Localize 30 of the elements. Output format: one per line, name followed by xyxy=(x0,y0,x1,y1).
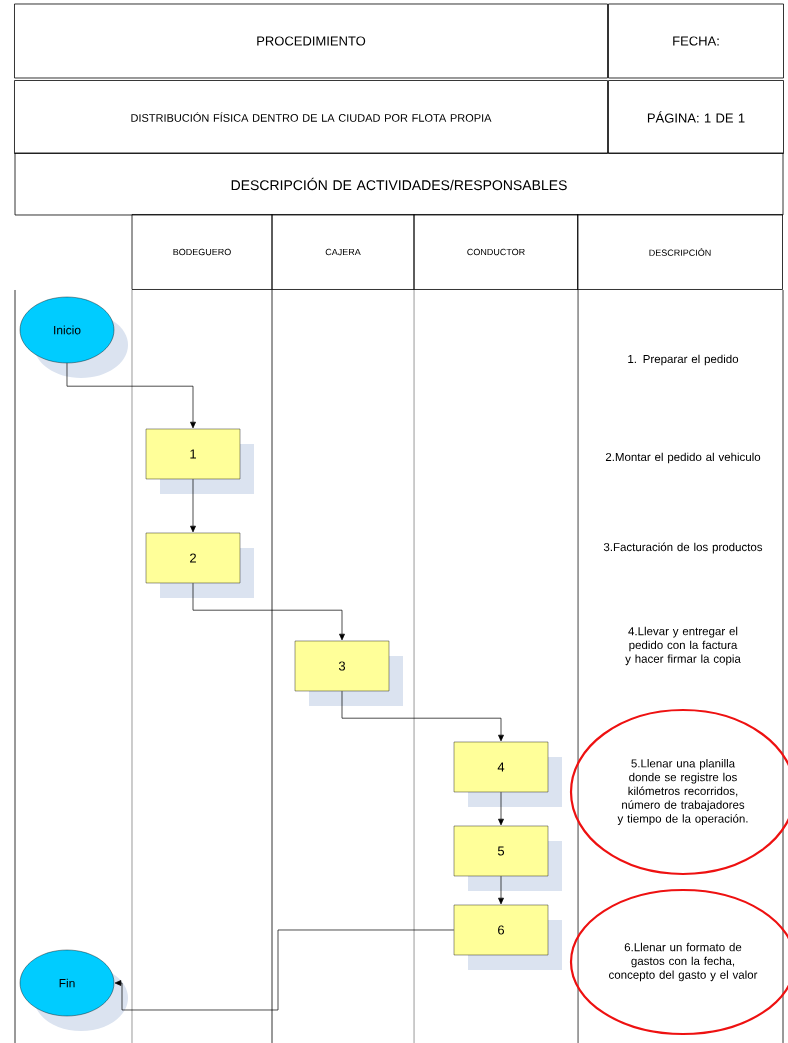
process-box: 2 xyxy=(145,532,254,598)
arrow xyxy=(498,875,504,905)
header-cell: CAJERA xyxy=(271,214,415,290)
process-box: 4 xyxy=(453,741,562,807)
header-cell: BODEGUERO xyxy=(131,214,273,290)
terminal-oval: Inicio xyxy=(19,296,128,378)
terminal-oval: Fin xyxy=(19,949,128,1031)
description-text: 2.Montar el pedido al vehiculo xyxy=(605,452,761,464)
process-box: 3 xyxy=(294,640,403,706)
arrow xyxy=(114,929,455,1011)
process-box: 1 xyxy=(145,428,254,494)
header-cell: FECHA: xyxy=(608,3,784,79)
header-cell: CONDUCTOR xyxy=(413,214,579,290)
header-cell: DESCRIPCIÓN xyxy=(577,214,783,290)
header-cell: DESCRIPCIÓN DE ACTIVIDADES/RESPONSABLES xyxy=(14,152,784,216)
circled-note: 6.Llenar un formato de gastos con la fecha, concepto del gasto y el valor xyxy=(569,888,788,1036)
arrow xyxy=(498,791,504,826)
circled-note: 5.Llenar una planilla donde se registre los kilómetros recorridos, número de trabajadores y tiempo de la operación. xyxy=(569,708,788,876)
header-cell: PÁGINA: 1 DE 1 xyxy=(608,80,784,154)
process-box: 5 xyxy=(453,825,562,891)
description-text: 4.Llevar y entregar el pedido con la factura y hacer firmar la copia xyxy=(625,626,741,666)
process-box: 6 xyxy=(453,904,562,970)
arrow xyxy=(192,582,345,641)
description-text: 3.Facturación de los productos xyxy=(603,542,763,554)
description-text: 1. Preparar el pedido xyxy=(628,354,739,366)
header-cell: DISTRIBUCIÓN FÍSICA DENTRO DE LA CIUDAD POR FLOTA PROPIA xyxy=(14,80,608,154)
arrow xyxy=(66,362,196,429)
header-cell: PROCEDIMIENTO xyxy=(14,3,608,79)
arrow xyxy=(190,478,196,533)
arrow xyxy=(341,690,504,742)
